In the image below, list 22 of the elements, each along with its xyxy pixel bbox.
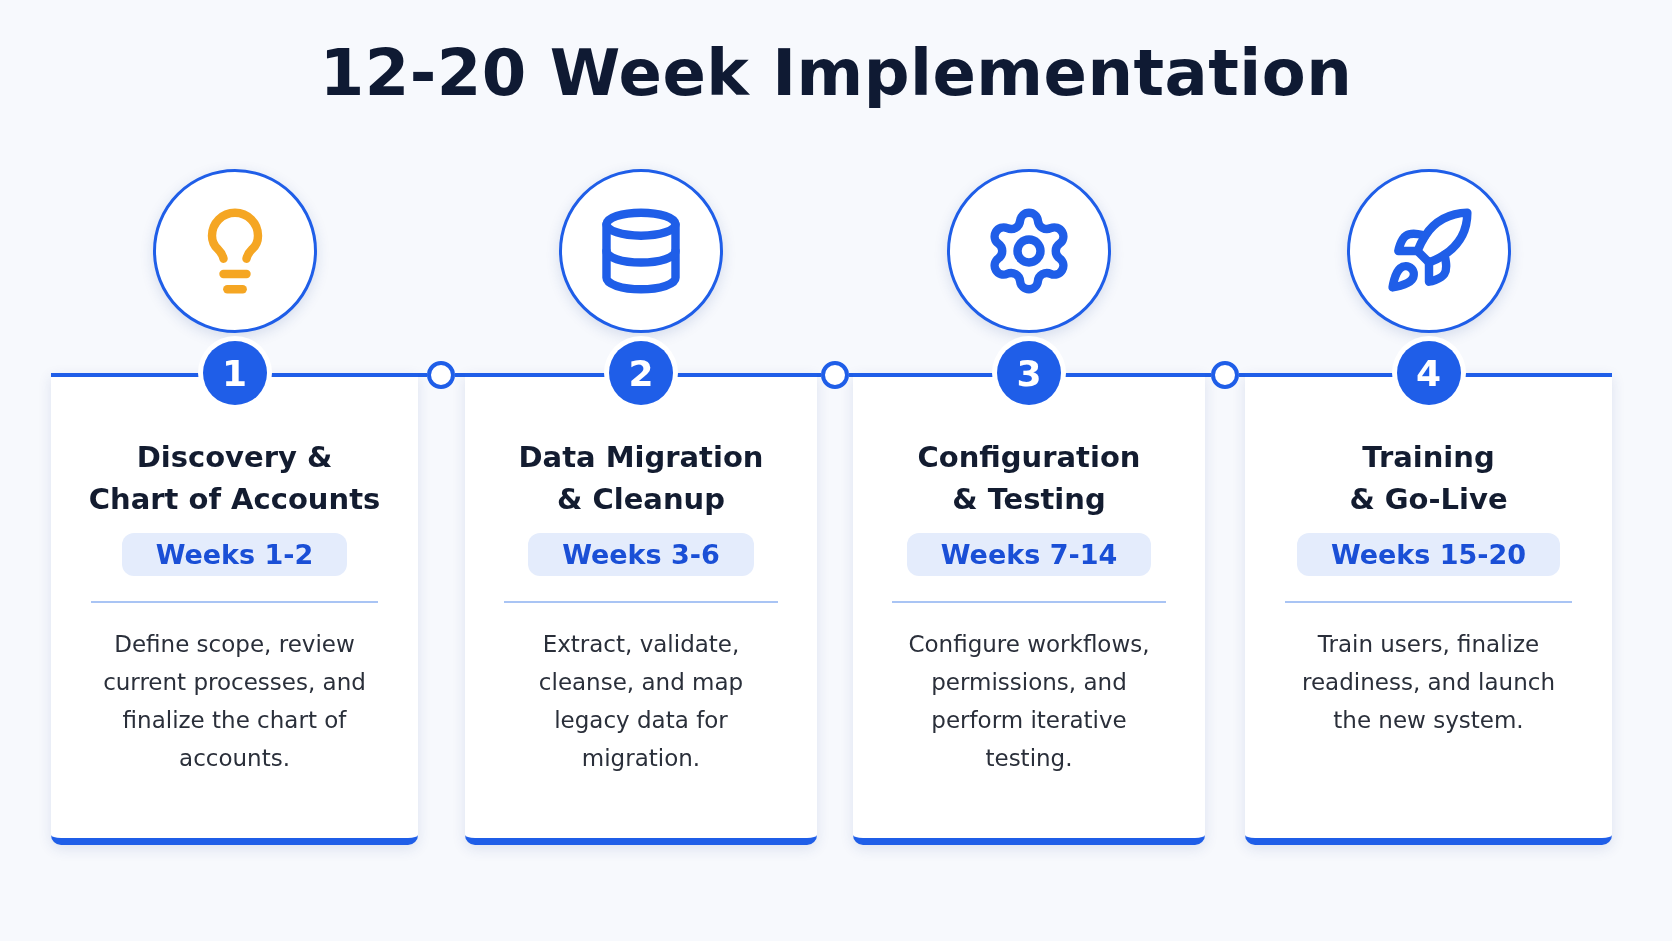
title: 12-20 Week Implementation [318,36,1354,110]
duration-badge: Weeks 15-20 [1296,533,1561,576]
timeline-dot [821,361,849,389]
timeline-line [455,373,465,377]
phase-description: Extract, validate, cleanse, and map legacy data for migration. [537,630,745,773]
phase-description: Configure workflows, permissions, and perform iterative testing. [907,630,1151,773]
timeline-dot [1211,361,1239,389]
phase-heading: Data Migration & Cleanup [517,439,765,518]
phase-description: Define scope, review current processes, and finalize the chart of accounts. [102,630,367,773]
timeline-dot [427,361,455,389]
duration-badge: Weeks 7-14 [906,533,1152,576]
timeline-line [817,373,821,377]
phase-heading: Discovery & Chart of Accounts [88,439,381,518]
timeline-line [418,373,427,377]
duration-badge: Weeks 3-6 [528,533,754,576]
phase-heading: Configuration & Testing [916,439,1142,518]
phase-heading: Training & Go-Live [1348,439,1509,518]
timeline-line [849,373,853,377]
duration-badge: Weeks 1-2 [121,533,348,576]
timeline-line [1205,373,1211,377]
timeline-line [1239,373,1245,377]
phase-description: Train users, finalize readiness, and launch the new system. [1301,630,1556,735]
